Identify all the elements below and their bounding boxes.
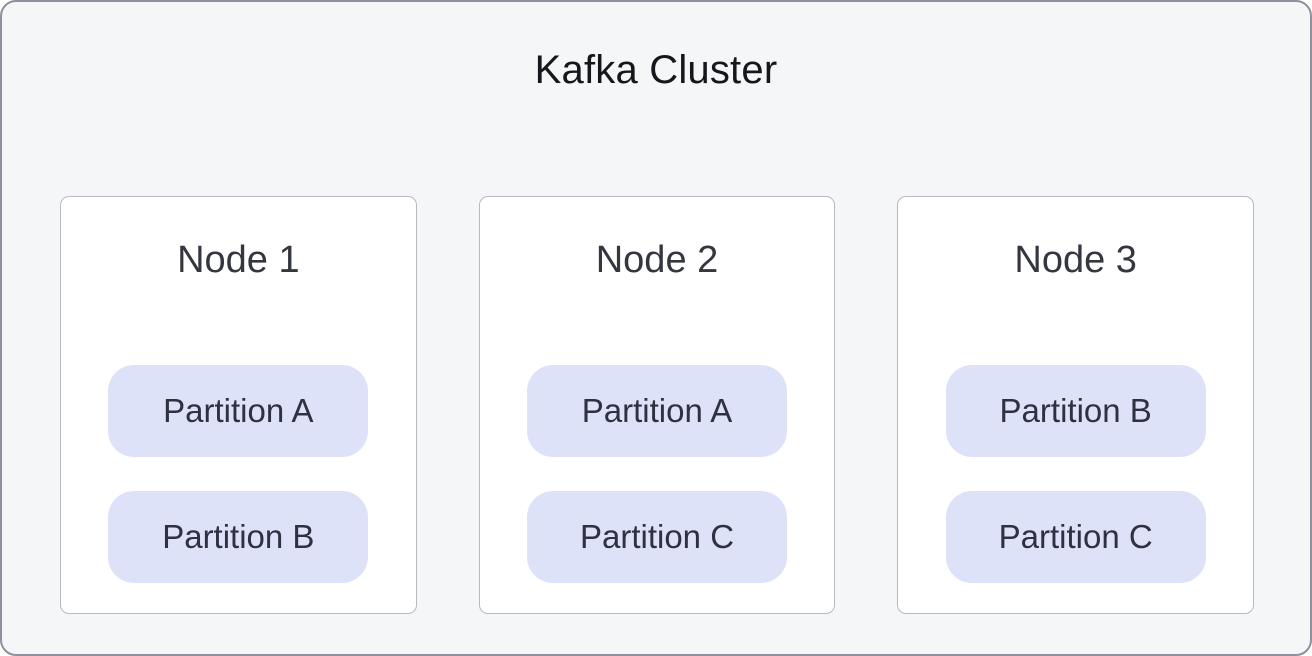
node-title: Node 3 — [1014, 239, 1137, 281]
nodes-row: Node 1 Partition A Partition B Node 2 Pa… — [60, 196, 1255, 614]
node-card: Node 1 Partition A Partition B — [60, 196, 417, 614]
partition-pill: Partition B — [945, 365, 1206, 457]
partition-pill: Partition A — [527, 365, 787, 457]
node-title: Node 1 — [177, 239, 300, 281]
node-title: Node 2 — [595, 239, 719, 281]
partition-pill: Partition A — [108, 365, 369, 457]
cluster-title: Kafka Cluster — [534, 48, 778, 92]
node-card: Node 2 Partition A Partition C — [478, 196, 836, 614]
partition-list: Partition B Partition C — [945, 365, 1206, 583]
partition-pill: Partition C — [527, 491, 787, 583]
partition-pill: Partition C — [945, 491, 1206, 583]
node-card: Node 3 Partition B Partition C — [897, 196, 1255, 614]
partition-list: Partition A Partition C — [527, 365, 787, 583]
partition-list: Partition A Partition B — [108, 365, 369, 583]
partition-pill: Partition B — [108, 491, 369, 583]
